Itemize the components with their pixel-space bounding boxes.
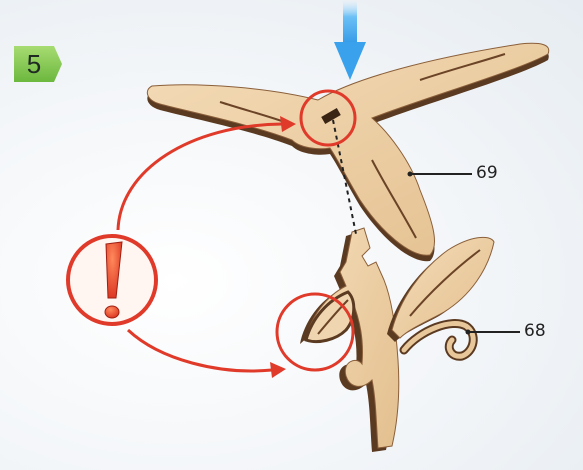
step-number: 5 [14,46,54,82]
part-69-propeller [147,43,548,261]
part-68-stem [300,228,494,452]
arrowhead-bottom [270,362,286,378]
step-badge: 5 [14,46,62,82]
down-arrow-icon [334,0,366,80]
exclamation-icon [68,236,156,324]
part-label-69: 69 [476,163,498,183]
part-label-68: 68 [524,321,546,341]
